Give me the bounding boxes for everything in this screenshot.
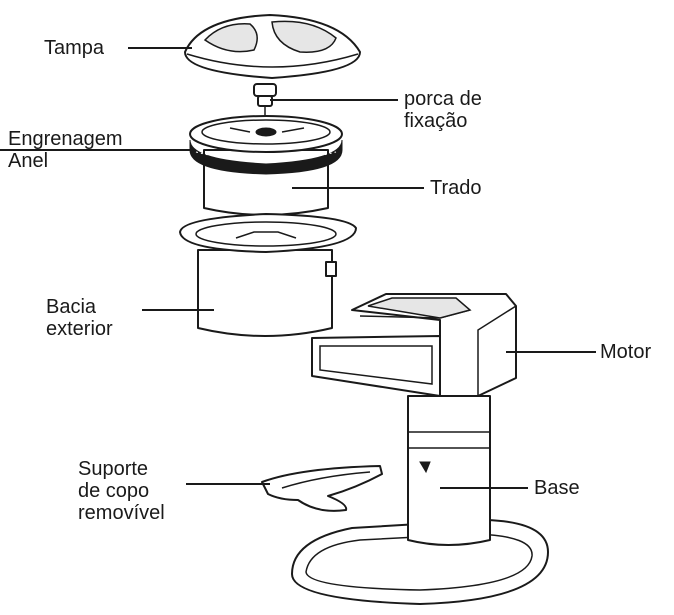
gear-ring-part	[189, 139, 343, 175]
label-trado: Trado	[430, 177, 482, 199]
label-base: Base	[534, 477, 580, 499]
cup-holder-part	[261, 465, 383, 512]
label-porca-de-fixacao: porca de fixação	[404, 88, 482, 132]
outer-bowl-part	[179, 213, 357, 337]
fixing-nut-part	[253, 83, 277, 120]
label-suporte-de-copo-removivel: Suporte de copo removível	[78, 458, 165, 524]
label-engrenagem-anel: Engrenagem Anel	[8, 128, 123, 172]
base-part	[291, 395, 549, 605]
label-motor: Motor	[600, 341, 652, 363]
label-tampa: Tampa	[44, 37, 105, 59]
lid-part	[184, 14, 361, 79]
label-bacia-exterior: Bacia exterior	[46, 296, 113, 340]
motor-part	[311, 293, 517, 397]
